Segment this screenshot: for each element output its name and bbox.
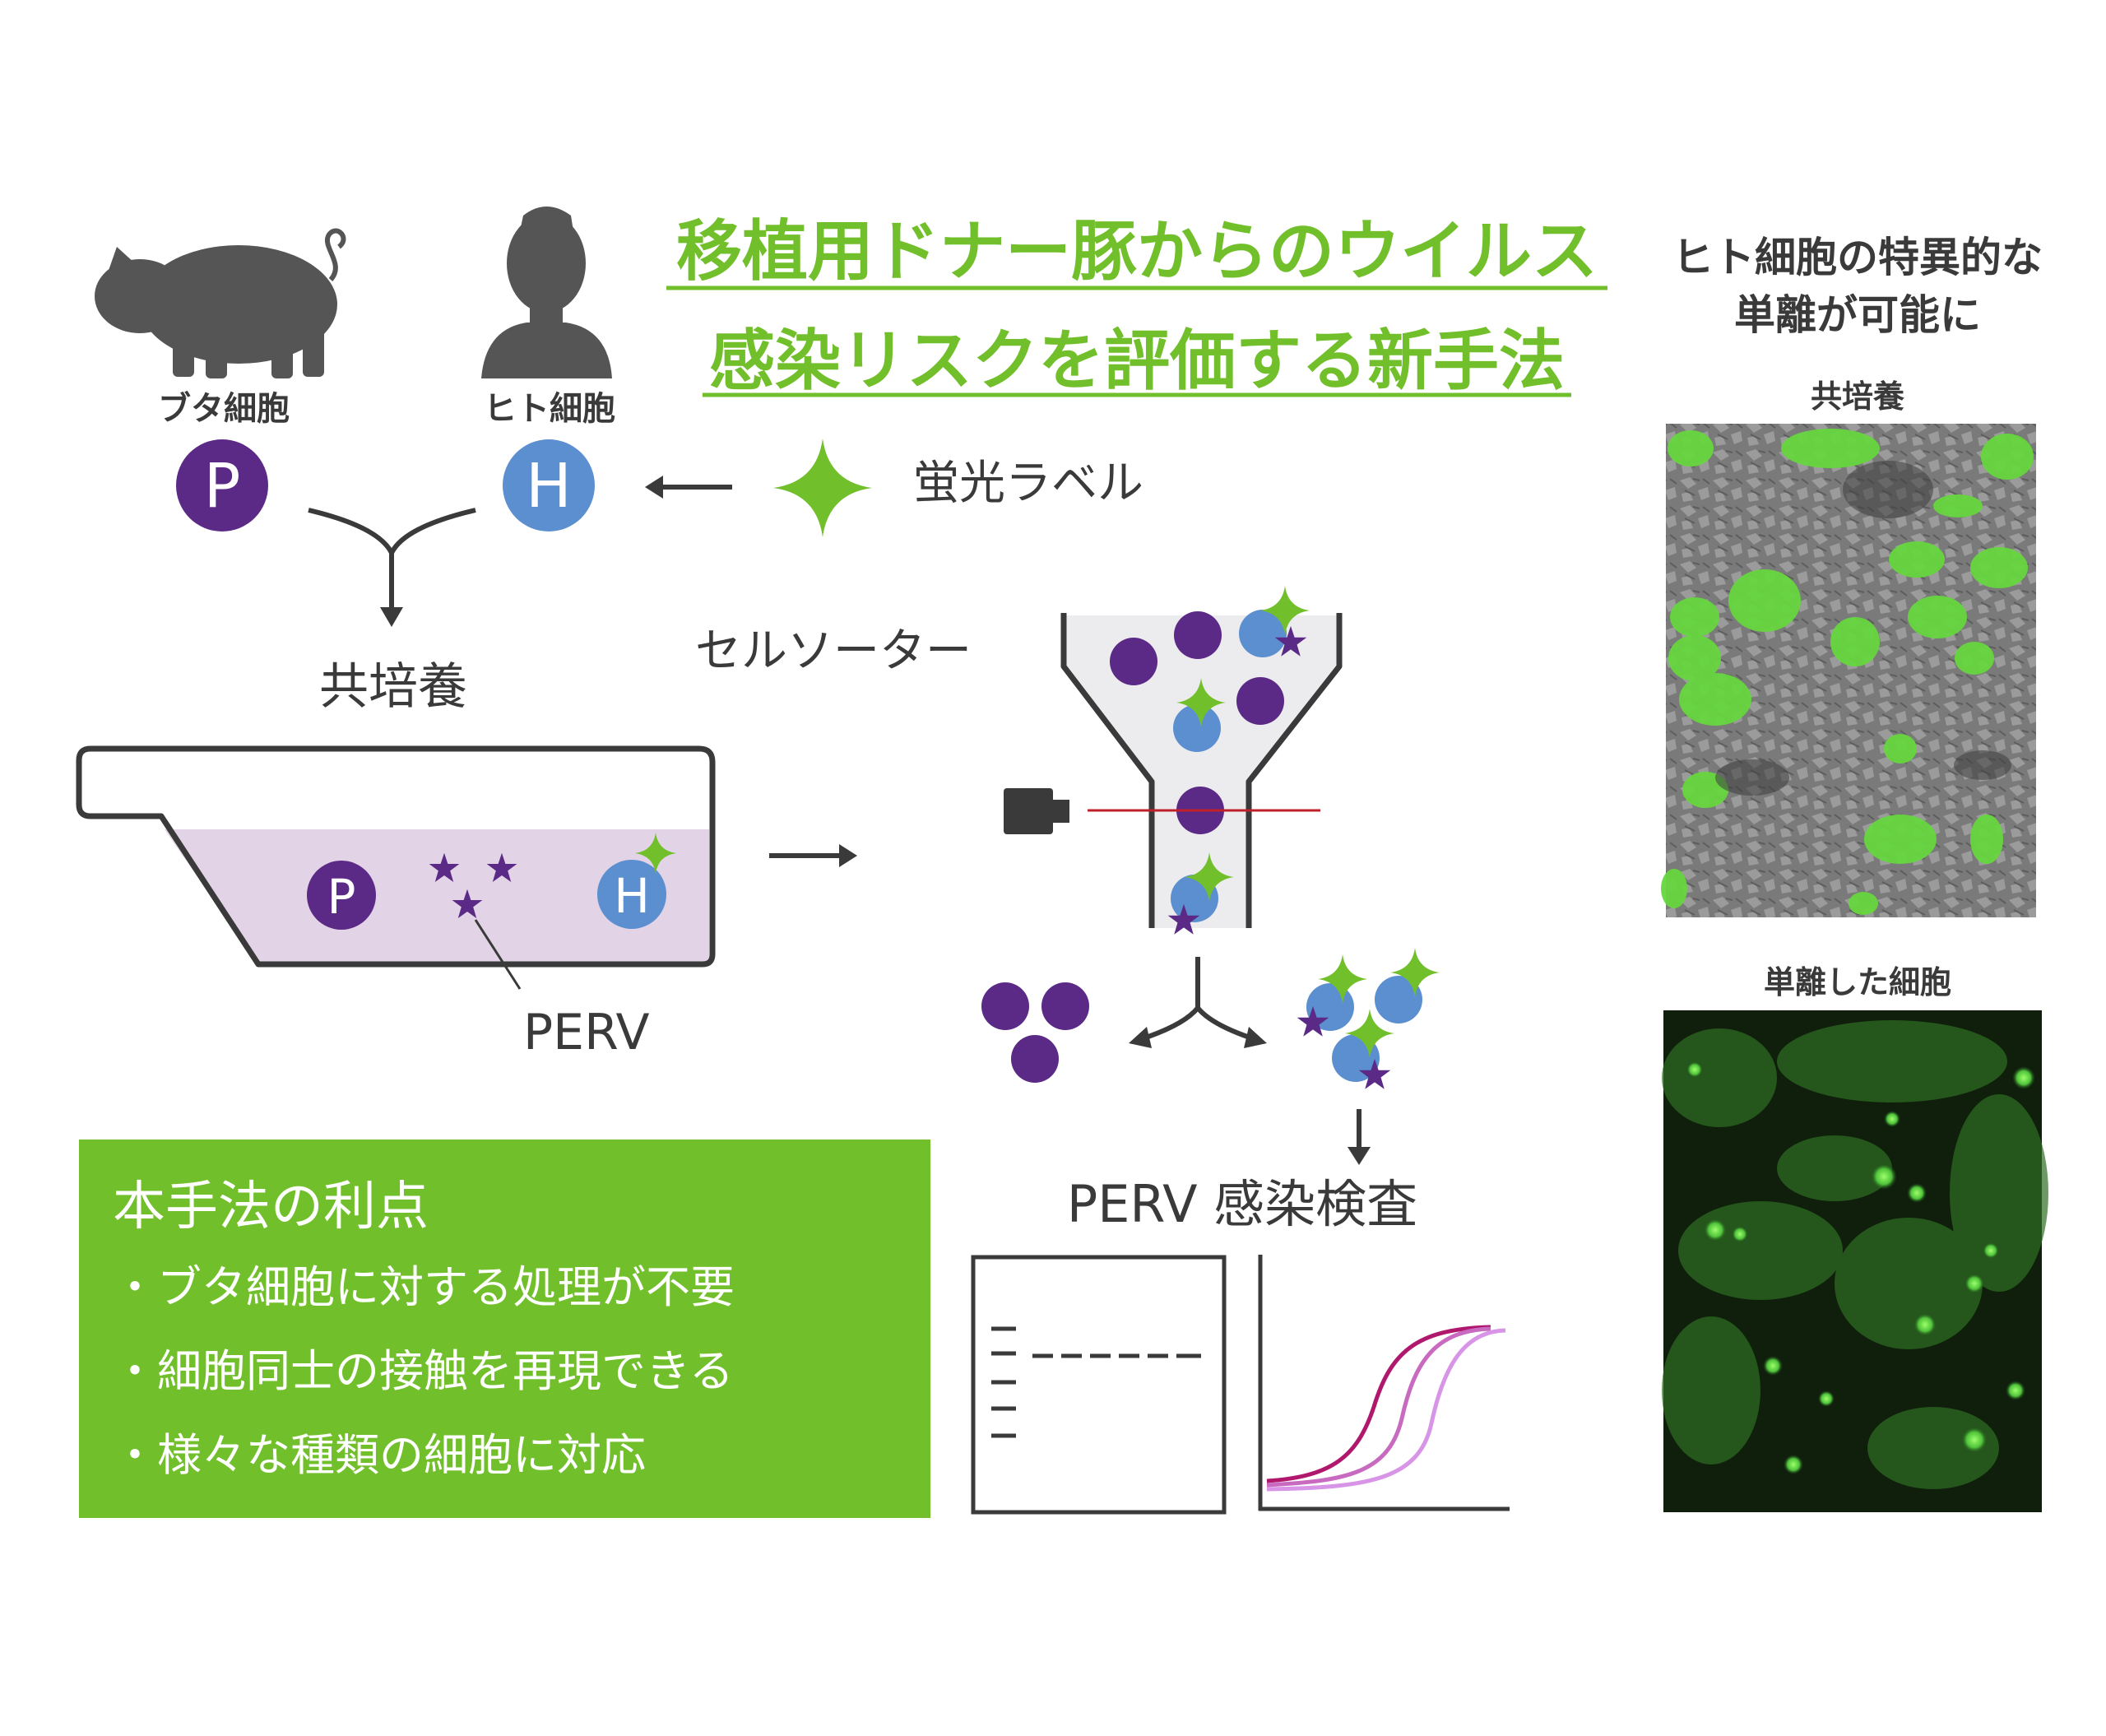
- perv-test-label: PERV 感染検査: [1067, 1174, 1417, 1234]
- advantages-title: 本手法の利点: [113, 1177, 429, 1237]
- merge-arrow: [308, 508, 476, 609]
- split-arrow-head-left: [1129, 1027, 1152, 1048]
- gel-panel: [971, 1255, 1227, 1515]
- human-cell-h: H: [503, 439, 595, 531]
- split-arrow-head-right: [1244, 1027, 1267, 1048]
- amplification-plot: [1258, 1255, 1510, 1511]
- cell-sorter-label: セルソーター: [695, 624, 972, 678]
- fluorescent-star-icon: [773, 439, 872, 537]
- pig-cell-label: ブタ細胞: [158, 390, 290, 428]
- advantage-item-3: ・様々な種類の細胞に対応: [113, 1429, 646, 1481]
- coculture-label: 共培養: [319, 658, 467, 716]
- image1-caption: 共培養: [1811, 378, 1904, 415]
- pig-cell-letter: P: [204, 451, 241, 522]
- coculture-micrograph: [1661, 424, 2036, 917]
- flask-to-sorter-arrow: [769, 844, 857, 867]
- sorted-pig-cells: [981, 982, 1089, 1083]
- perv-pointer: [474, 919, 522, 990]
- advantages-box: 本手法の利点 ・ブタ細胞に対する処理が不要 ・細胞同士の接触を再現できる ・様々…: [79, 1140, 930, 1518]
- title-line-1: 移植用ドナー豚からのウイルス: [676, 213, 1598, 290]
- perv-label: PERV: [523, 1004, 650, 1061]
- title-block: 移植用ドナー豚からのウイルス 感染リスクを評価する新手法: [666, 213, 1607, 399]
- right-heading-line-1: ヒト細胞の特異的な: [1672, 234, 2043, 281]
- detector-icon: [1004, 788, 1069, 834]
- advantage-item-2: ・細胞同士の接触を再現できる: [113, 1345, 734, 1397]
- cell-sorter-funnel: [1060, 586, 1343, 935]
- pig-icon: [95, 228, 346, 378]
- label-arrow: [645, 476, 732, 499]
- image2-caption: 単離した細胞: [1764, 964, 1951, 1000]
- human-cell-label: ヒト細胞: [484, 390, 615, 428]
- right-heading-line-2: 単離が可能に: [1734, 291, 1981, 339]
- advantage-item-1: ・ブタ細胞に対する処理が不要: [113, 1261, 735, 1313]
- split-arrow: [1143, 957, 1253, 1041]
- test-arrow: [1348, 1109, 1371, 1165]
- title-line-2: 感染リスクを評価する新手法: [709, 323, 1565, 399]
- human-cell-letter: H: [526, 451, 572, 522]
- flask-pig-letter: P: [327, 869, 356, 925]
- flask-human-letter: H: [614, 868, 650, 924]
- pig-cell-p: P: [176, 439, 268, 531]
- isolated-cells-micrograph: [1662, 1010, 2048, 1512]
- person-icon: [481, 207, 612, 378]
- culture-flask: P H: [76, 745, 716, 968]
- fluor-label: 蛍光ラベル: [913, 457, 1143, 510]
- sorted-human-cells: [1297, 948, 1440, 1089]
- merge-arrow-head: [380, 607, 403, 627]
